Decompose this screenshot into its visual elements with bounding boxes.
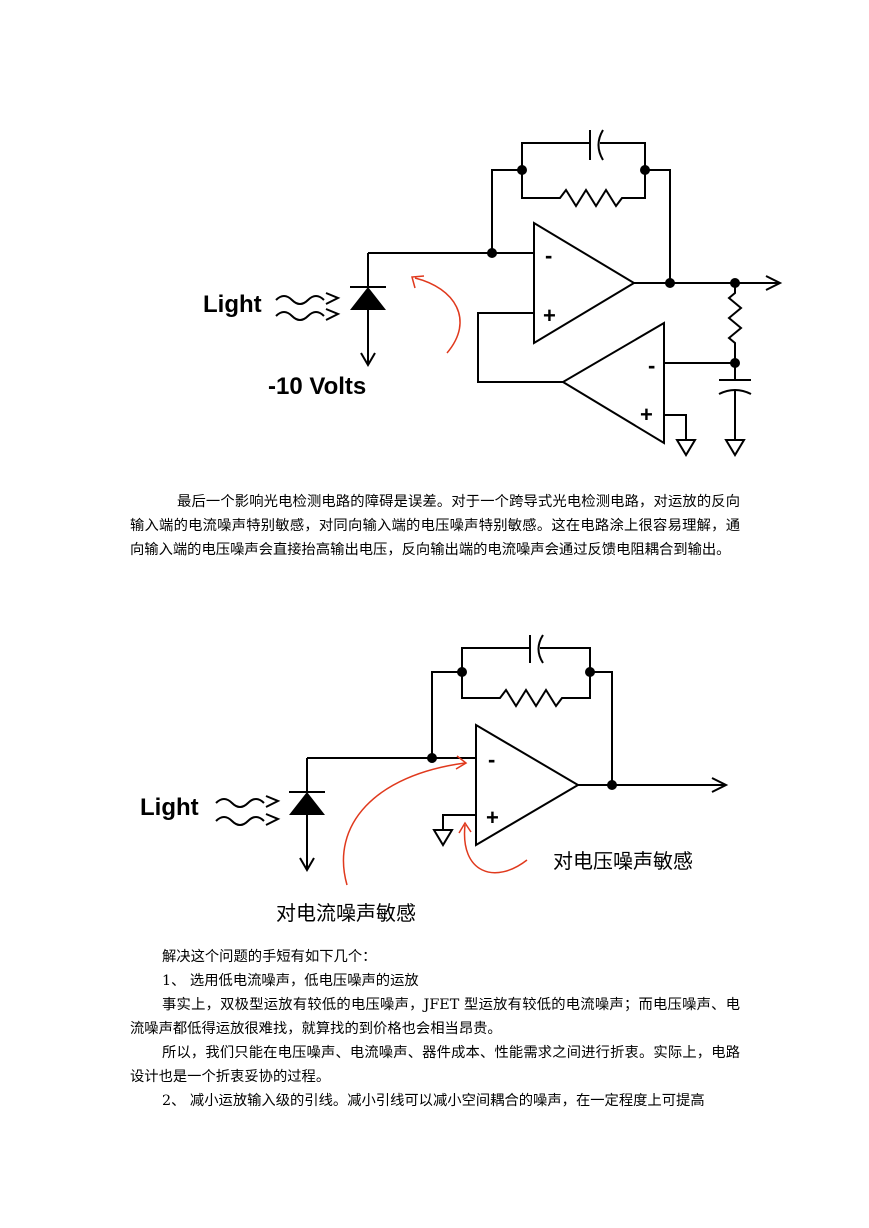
- feedback-wire-left: [431, 671, 462, 758]
- junction-dot: [487, 248, 497, 258]
- opamp2-plus-sign: +: [640, 402, 653, 427]
- light-wave-1: [275, 295, 325, 305]
- light-wave-1: [215, 798, 265, 808]
- junction-dot: [730, 358, 740, 368]
- light-wave-2: [215, 816, 265, 826]
- photodiode-triangle: [289, 792, 325, 815]
- opamp1-minus-sign: -: [545, 243, 552, 268]
- light-label: Light: [203, 291, 262, 318]
- feedback-wire-right: [645, 169, 671, 283]
- circuit-diagram-2: Light - + 对电压噪声敏感 对电流噪声敏感: [140, 634, 729, 925]
- paragraph-noise-sensitivity: 最后一个影响光电检测电路的障碍是误差。对于一个跨导式光电检测电路，对运放的反向输…: [130, 494, 740, 558]
- red-arrow-head: [411, 275, 425, 289]
- output-arrow: [711, 777, 729, 793]
- junction-dot: [640, 165, 650, 175]
- red-arrow-voltage: [463, 824, 528, 874]
- junction-dot: [607, 780, 617, 790]
- solution-item-2: 2、 减小运放输入级的引线。减小引线可以减小空间耦合的噪声，在一定程度上可提高: [162, 1093, 705, 1109]
- light-arrow-1: [265, 795, 281, 808]
- light-arrow-1: [325, 292, 341, 305]
- cap-wire-left: [461, 647, 530, 672]
- capacitor-plate-2: [537, 634, 544, 664]
- bias-arrow: [360, 352, 376, 367]
- opamp-2: [561, 321, 665, 445]
- junction-dot: [427, 753, 437, 763]
- arrow-down: [299, 857, 315, 872]
- feedback-wire-right: [590, 671, 613, 785]
- voltage-noise-note: 对电压噪声敏感: [553, 849, 693, 873]
- feedback-resistor: [461, 672, 591, 708]
- solutions-intro: 解决这个问题的手短有如下几个：: [162, 949, 377, 965]
- feedback-resistor: [521, 170, 646, 208]
- red-arrow-current: [342, 762, 466, 886]
- opamp2-plus-wire: [664, 414, 687, 440]
- junction-dot: [585, 667, 595, 677]
- current-noise-note: 对电流噪声敏感: [276, 901, 416, 925]
- paragraph-tradeoff: 所以，我们只能在电压噪声、电流噪声、器件成本、性能需求之间进行折衷。实际上，电路…: [130, 1045, 740, 1085]
- cap-wire-left: [521, 142, 590, 170]
- opamp-plus-sign: +: [486, 805, 499, 830]
- output-arrow: [765, 275, 783, 291]
- photodiode-triangle: [350, 287, 386, 310]
- feedback-wire-left: [491, 169, 522, 253]
- junction-dot: [665, 278, 675, 288]
- junction-dot: [457, 667, 467, 677]
- red-arrow-head-current: [455, 755, 468, 770]
- ground-symbol: [432, 829, 454, 847]
- opamp2-minus-sign: -: [648, 353, 655, 378]
- solution-item-1: 1、 选用低电流噪声，低电压噪声的运放: [162, 973, 419, 989]
- junction-dot: [730, 278, 740, 288]
- ground-symbol-1: [675, 439, 697, 457]
- red-arrow-head-voltage: [458, 821, 472, 834]
- junction-dot: [517, 165, 527, 175]
- opamp-minus-sign: -: [488, 747, 495, 772]
- red-annotation-arrow: [414, 277, 461, 354]
- cap-wire-right: [600, 142, 646, 170]
- divider-resistor: [727, 283, 743, 363]
- light-label: Light: [140, 794, 199, 821]
- noninverting-ground-wire: [442, 814, 476, 830]
- light-wave-2: [275, 311, 325, 321]
- opamp-1: [533, 221, 636, 345]
- ground-symbol-2: [724, 439, 746, 457]
- opamp: [475, 723, 580, 847]
- light-arrow-2: [265, 813, 281, 826]
- opamp1-plus-sign: +: [543, 303, 556, 328]
- cap-wire-right: [540, 647, 591, 672]
- paragraph-fact: 事实上，双极型运放有较低的电压噪声，JFET 型运放有较低的电流噪声；而电压噪声…: [130, 997, 740, 1037]
- noninverting-feedback-wire: [477, 312, 563, 383]
- capacitor-plate-2: [597, 129, 604, 161]
- light-arrow-2: [325, 308, 341, 321]
- bias-voltage-label: -10 Volts: [268, 373, 366, 400]
- circuit-diagram-1: Light -10 Volts - + - +: [203, 129, 783, 457]
